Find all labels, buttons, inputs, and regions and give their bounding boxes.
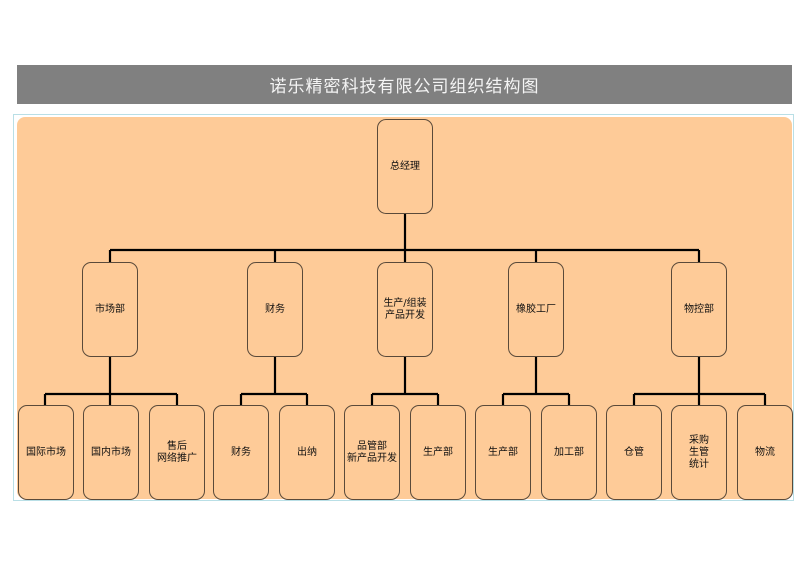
node-material-control[interactable]: 物控部	[671, 262, 727, 357]
node-production-dept-1[interactable]: 生产部	[410, 405, 466, 500]
node-finance-sub[interactable]: 财务	[213, 405, 269, 500]
node-international-market[interactable]: 国际市场	[18, 405, 74, 500]
chart-title: 诺乐精密科技有限公司组织结构图	[17, 65, 792, 104]
node-production-assembly[interactable]: 生产/组装 产品开发	[377, 262, 433, 357]
node-cashier[interactable]: 出纳	[279, 405, 335, 500]
node-purchasing[interactable]: 采购 生管 统计	[671, 405, 727, 500]
diagram-frame[interactable]	[13, 114, 794, 501]
node-after-sales[interactable]: 售后 网络推广	[149, 405, 205, 500]
node-finance[interactable]: 财务	[247, 262, 303, 357]
node-warehouse[interactable]: 仓管	[606, 405, 662, 500]
node-rubber-factory[interactable]: 橡胶工厂	[508, 262, 564, 357]
node-marketing[interactable]: 市场部	[82, 262, 138, 357]
node-processing[interactable]: 加工部	[541, 405, 597, 500]
node-production-dept-2[interactable]: 生产部	[475, 405, 531, 500]
node-general-manager[interactable]: 总经理	[377, 119, 433, 214]
node-logistics[interactable]: 物流	[737, 405, 793, 500]
node-domestic-market[interactable]: 国内市场	[83, 405, 139, 500]
node-quality-new-product[interactable]: 品管部 新产品开发	[344, 405, 400, 500]
